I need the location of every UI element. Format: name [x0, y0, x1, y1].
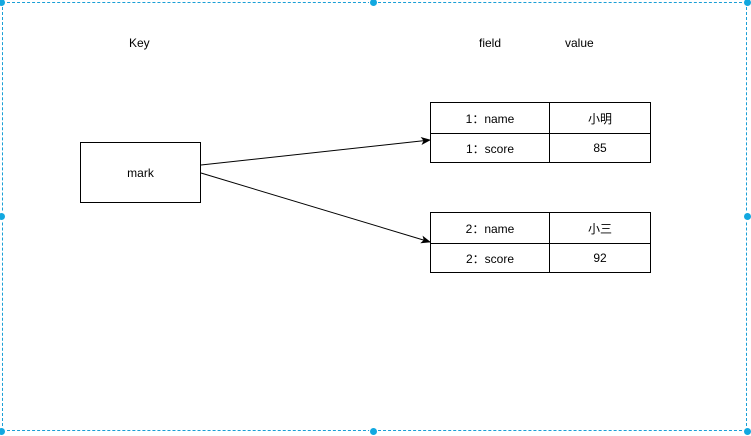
value-cell[interactable]: 小三 [587, 221, 612, 236]
resize-handle-bottom-center[interactable] [369, 427, 378, 436]
value-header[interactable]: value [565, 36, 594, 50]
resize-handle-bottom-left[interactable] [0, 427, 6, 436]
value-cell[interactable]: 92 [593, 251, 607, 265]
resize-handle-middle-right[interactable] [743, 212, 751, 221]
hash-row[interactable]: 1：score 85 [431, 133, 650, 162]
field-cell[interactable]: 1：name [431, 103, 550, 133]
hash-table-2[interactable]: 2：name 小三 2：score 92 [430, 212, 651, 273]
key-node[interactable]: mark [80, 142, 201, 203]
key-node-label: mark [127, 165, 154, 180]
field-header[interactable]: field [479, 36, 502, 50]
resize-handle-bottom-right[interactable] [743, 427, 751, 436]
field-cell[interactable]: 1：score [431, 134, 550, 162]
resize-handle-top-center[interactable] [369, 0, 378, 7]
resize-handle-top-right[interactable] [743, 0, 751, 7]
resize-handle-top-left[interactable] [0, 0, 6, 7]
resize-handle-middle-left[interactable] [0, 212, 6, 221]
value-cell[interactable]: 85 [593, 141, 607, 155]
hash-row[interactable]: 2：score 92 [431, 243, 650, 272]
hash-table-1[interactable]: 1：name 小明 1：score 85 [430, 102, 651, 163]
hash-row[interactable]: 1：name 小明 [431, 103, 650, 133]
hash-row[interactable]: 2：name 小三 [431, 213, 650, 243]
key-header[interactable]: Key [129, 36, 150, 50]
value-cell[interactable]: 小明 [587, 111, 612, 126]
field-cell[interactable]: 2：score [431, 244, 550, 272]
field-cell[interactable]: 2：name [431, 213, 550, 243]
